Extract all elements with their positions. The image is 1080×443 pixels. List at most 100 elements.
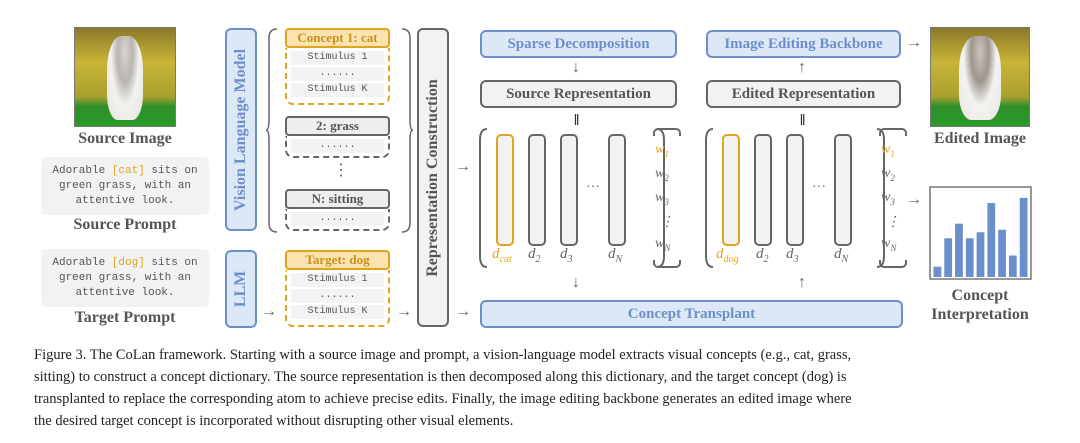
edited-weight-w1: w1 <box>881 142 895 159</box>
source-weight-w1: w1 <box>655 142 669 159</box>
edited-weights-bracket-bottom <box>879 260 907 268</box>
source-weight-vdots: ⋮ <box>660 215 674 230</box>
source-to-transplant-arrow: ↓ <box>572 274 580 291</box>
chart-bar-6 <box>987 203 996 277</box>
edited-label-dn: dN <box>834 246 849 265</box>
sparse-to-source-arrow: ↓ <box>572 59 580 76</box>
concept-2-stimuli: ...... <box>285 136 390 158</box>
chart-bar-3 <box>955 223 963 277</box>
source-equals-sign: ‖ <box>574 112 580 129</box>
chart-bar-1 <box>933 266 942 277</box>
edited-representation-box: Edited Representation <box>706 80 901 108</box>
edited-label-d2: d2 <box>756 246 769 265</box>
transplant-to-edited-arrow: ↑ <box>798 274 806 291</box>
edited-atom-n <box>834 134 852 246</box>
caption-line: transplanted to replace the correspondin… <box>34 391 852 407</box>
concept-2-title: 2: grass <box>285 116 390 136</box>
edited-atom-dog <box>722 134 740 246</box>
concept-n-title: N: sitting <box>285 189 390 209</box>
source-label-d2: d2 <box>528 246 541 265</box>
dog-figure <box>959 36 1001 120</box>
source-weights-bracket-bottom <box>653 260 681 268</box>
source-prompt-label: Source Prompt <box>73 216 177 233</box>
cat-figure <box>107 36 143 120</box>
edited-weight-w3: w3 <box>881 190 895 207</box>
concept-dictionary-brace-left <box>265 28 278 233</box>
concept-interpretation-label: Concept Interpretation <box>931 287 1029 323</box>
concept-interpretation-chart <box>929 186 1032 280</box>
source-dictionary-matrix: ··· dcat d2 d3 dN <box>478 128 678 268</box>
caption-line: Figure 3. The CoLan framework. Starting … <box>34 347 852 363</box>
concept-1-stimuli: Stimulus 1 ...... Stimulus K <box>285 48 390 105</box>
source-matrix-bracket-left <box>479 128 488 268</box>
target-prompt-label: Target Prompt <box>74 309 176 326</box>
edited-weight-wn: wN <box>881 236 897 253</box>
edited-dictionary-matrix: ··· ddog d2 d3 dN <box>704 128 904 268</box>
target-concept-card: Target: dog Stimulus 1 ...... Stimulus K <box>285 250 390 327</box>
edited-weight-vdots: ⋮ <box>886 215 900 230</box>
source-atom-3 <box>560 134 578 246</box>
source-weights-vector: w1 w2 w3 ⋮ wN <box>653 128 683 268</box>
source-label-dn: dN <box>608 246 623 265</box>
edited-image <box>930 27 1030 127</box>
edited-matrix-bracket-left <box>705 128 714 268</box>
edited-atom-2 <box>754 134 772 246</box>
concept-1-title: Concept 1: cat <box>285 28 390 48</box>
edited-to-backbone-arrow: ↑ <box>798 59 806 76</box>
chart-bar-4 <box>965 238 974 277</box>
sparse-decomposition-box: Sparse Decomposition <box>480 30 677 58</box>
edited-weights-bracket-top <box>879 128 907 136</box>
chart-bar-7 <box>998 229 1006 277</box>
source-concept-highlight: [cat] <box>111 165 145 177</box>
source-atom-n <box>608 134 626 246</box>
target-prompt: Adorable [dog] sits on green grass, with… <box>41 249 209 307</box>
target-concept-title: Target: dog <box>285 250 390 270</box>
target-concept-stimuli: Stimulus 1 ...... Stimulus K <box>285 270 390 327</box>
edited-image-label: Edited Image <box>934 130 1026 147</box>
representation-construction-box: Representation Construction <box>417 28 449 327</box>
target-concept-arrow: → <box>396 303 412 320</box>
source-weight-wn: wN <box>655 236 671 253</box>
concept-transplant-box: Concept Transplant <box>480 300 903 328</box>
concept-1-card: Concept 1: cat Stimulus 1 ...... Stimulu… <box>285 28 390 105</box>
rc-to-source-dict-arrow: → <box>455 158 471 175</box>
edited-atom-ellipsis: ··· <box>812 180 826 195</box>
figure-caption: Figure 3. The CoLan framework. Starting … <box>34 344 1064 432</box>
edited-weight-w2: w2 <box>881 166 895 183</box>
source-weights-bracket-top <box>653 128 681 136</box>
chart-bar-8 <box>1008 255 1017 277</box>
vision-language-model-box: Vision Language Model <box>225 28 257 231</box>
source-image-label: Source Image <box>78 130 172 147</box>
source-prompt: Adorable [cat] sits on green grass, with… <box>41 157 209 215</box>
edited-weights-vector: w1 w2 w3 ⋮ wN <box>879 128 909 268</box>
concepts-vdots: ⋮ <box>333 162 349 179</box>
source-label-d3: d3 <box>560 246 573 265</box>
llm-box: LLM <box>225 250 257 328</box>
caption-line: the desired target concept is incorporat… <box>34 413 514 429</box>
edited-atom-3 <box>786 134 804 246</box>
llm-arrow: → <box>261 303 277 320</box>
image-editing-backbone-box: Image Editing Backbone <box>706 30 901 58</box>
rc-to-transplant-arrow: → <box>455 303 471 320</box>
chart-bar-2 <box>944 238 953 277</box>
caption-line: sitting) to construct a concept dictiona… <box>34 369 847 385</box>
weights-to-chart-arrow: → <box>906 191 922 208</box>
concept-2-card: 2: grass ...... <box>285 116 390 158</box>
source-atom-2 <box>528 134 546 246</box>
source-atom-cat <box>496 134 514 246</box>
concept-n-card: N: sitting ...... <box>285 189 390 231</box>
edited-label-ddog: ddog <box>716 246 739 265</box>
source-representation-box: Source Representation <box>480 80 677 108</box>
target-concept-highlight: [dog] <box>111 257 145 269</box>
concept-n-stimuli: ...... <box>285 209 390 231</box>
edited-equals-sign: ‖ <box>800 112 806 129</box>
concept-dictionary-brace-right <box>401 28 414 233</box>
chart-bar-9 <box>1019 197 1028 277</box>
backbone-to-edited-image-arrow: → <box>906 34 922 51</box>
source-atom-ellipsis: ··· <box>586 180 600 195</box>
source-image <box>74 27 176 127</box>
source-label-dcat: dcat <box>492 246 512 265</box>
chart-bar-5 <box>976 232 985 277</box>
edited-label-d3: d3 <box>786 246 799 265</box>
source-weight-w3: w3 <box>655 190 669 207</box>
